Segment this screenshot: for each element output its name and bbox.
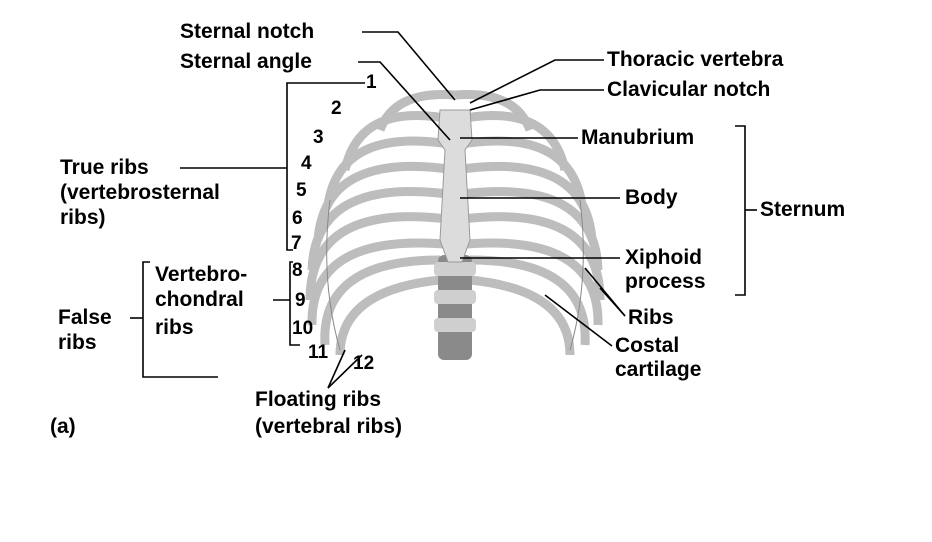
- label-costal: Costal: [615, 334, 680, 357]
- label-sternal-angle: Sternal angle: [180, 50, 312, 73]
- rib-number: 9: [295, 290, 306, 311]
- label-vertebrosternal: (vertebrosternal: [60, 181, 220, 204]
- rib-number: 4: [301, 153, 312, 174]
- rib-number: 2: [331, 98, 342, 119]
- label-false-ribs: ribs: [58, 331, 97, 354]
- label-chondral: chondral: [155, 288, 244, 311]
- label-vertebro: Vertebro-: [155, 263, 248, 286]
- sternum-shape: [437, 109, 473, 263]
- vertebral-column: [438, 255, 472, 360]
- rib-number: 11: [308, 342, 329, 363]
- rib-number: 3: [313, 127, 324, 148]
- rib-number: 12: [353, 353, 375, 374]
- rib-number: 1: [366, 72, 377, 93]
- label-thoracic-vertebra: Thoracic vertebra: [607, 48, 784, 71]
- label-ribs: Ribs: [628, 306, 674, 329]
- label-clavicular-notch: Clavicular notch: [607, 78, 771, 101]
- panel-label: (a): [50, 415, 76, 438]
- leader-lines: [130, 31, 757, 389]
- label-body: Body: [625, 186, 678, 209]
- label-vc-ribs: ribs: [155, 316, 194, 339]
- rib-number: 8: [292, 260, 303, 281]
- rib-number: 6: [292, 208, 303, 229]
- rib-number: 10: [292, 318, 314, 339]
- rib-number: 7: [291, 233, 302, 254]
- label-sternum: Sternum: [760, 198, 846, 221]
- label-cartilage: cartilage: [615, 358, 702, 381]
- label-floating-ribs: Floating ribs: [255, 388, 381, 411]
- rib-number: 5: [296, 180, 307, 201]
- label-sternal-notch: Sternal notch: [180, 20, 315, 43]
- label-true-ribs: True ribs: [60, 156, 149, 179]
- label-true-ribs-end: ribs): [60, 206, 106, 229]
- label-xiphoid: Xiphoid: [625, 246, 702, 269]
- label-manubrium: Manubrium: [581, 126, 695, 149]
- label-process: process: [625, 270, 706, 293]
- label-vertebral-ribs: (vertebral ribs): [255, 415, 403, 438]
- label-false: False: [58, 306, 112, 329]
